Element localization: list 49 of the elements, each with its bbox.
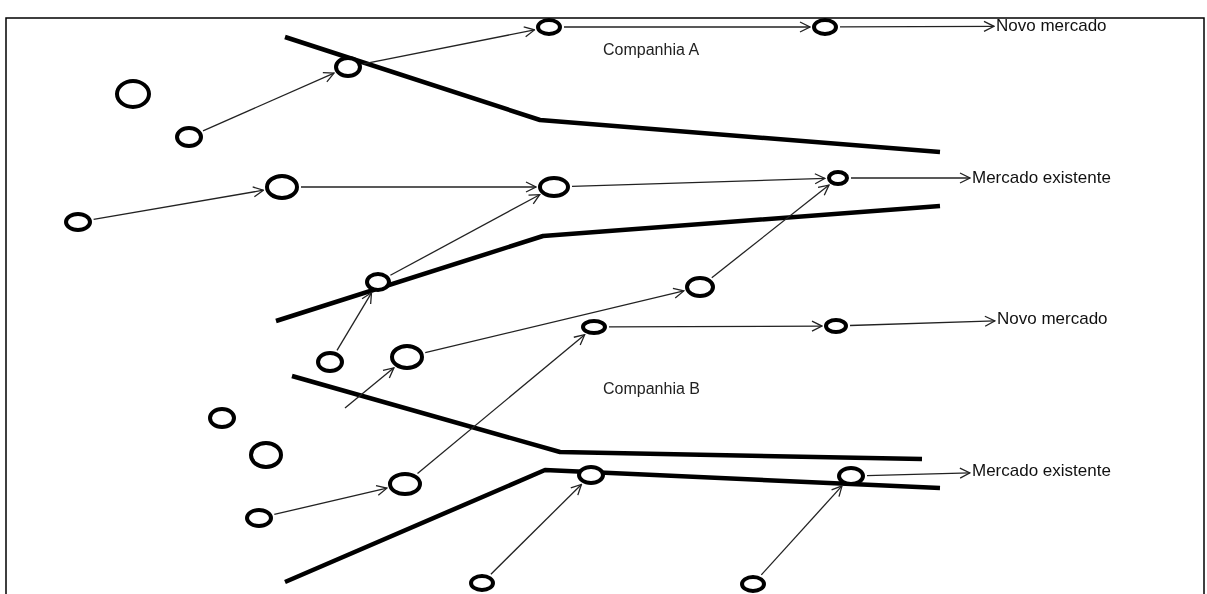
arrow	[866, 467, 971, 479]
circle-marker	[812, 18, 838, 36]
circle-marker	[581, 319, 607, 335]
circle-marker	[390, 344, 424, 370]
circle-marker	[115, 79, 151, 109]
circle-marker	[538, 176, 570, 198]
arrow	[608, 320, 823, 332]
circle-marker	[469, 574, 495, 592]
circle-marker	[740, 575, 766, 593]
market-label: Mercado existente	[972, 461, 1111, 481]
circle-marker	[536, 18, 562, 36]
arrow	[424, 287, 685, 354]
circle-marker	[388, 472, 422, 496]
arrow	[563, 21, 811, 33]
circle-marker	[64, 212, 92, 232]
circle-marker	[208, 407, 236, 429]
company-label: Companhia B	[603, 379, 700, 399]
circle-marker	[316, 351, 344, 373]
arrow	[711, 184, 830, 279]
arrow	[839, 20, 995, 32]
arrow	[389, 194, 541, 276]
company-label: Companhia A	[603, 40, 700, 60]
market-label: Novo mercado	[997, 309, 1108, 329]
arrow	[362, 26, 536, 65]
circle-marker	[245, 508, 273, 528]
arrow	[300, 181, 537, 193]
circle-marker	[577, 465, 605, 485]
arrow	[202, 72, 335, 132]
circle-marker	[824, 318, 848, 334]
arrow	[849, 315, 996, 327]
arrow	[571, 173, 826, 188]
circle-marker	[837, 466, 865, 486]
arrow	[416, 334, 586, 475]
arrow	[344, 367, 395, 409]
arrow	[336, 292, 373, 351]
circle-marker	[685, 276, 715, 298]
arrow	[490, 483, 583, 575]
circle-marker	[175, 126, 203, 148]
market-label: Mercado existente	[972, 168, 1111, 188]
arrow	[760, 485, 843, 576]
arrow	[273, 484, 388, 516]
circle-marker	[265, 174, 299, 200]
arrow	[92, 186, 265, 220]
circle-marker	[827, 170, 849, 186]
circle-marker	[365, 272, 391, 292]
circle-marker	[249, 441, 283, 469]
circle-marker	[334, 56, 362, 78]
market-label: Novo mercado	[996, 16, 1107, 36]
arrow	[850, 172, 971, 184]
